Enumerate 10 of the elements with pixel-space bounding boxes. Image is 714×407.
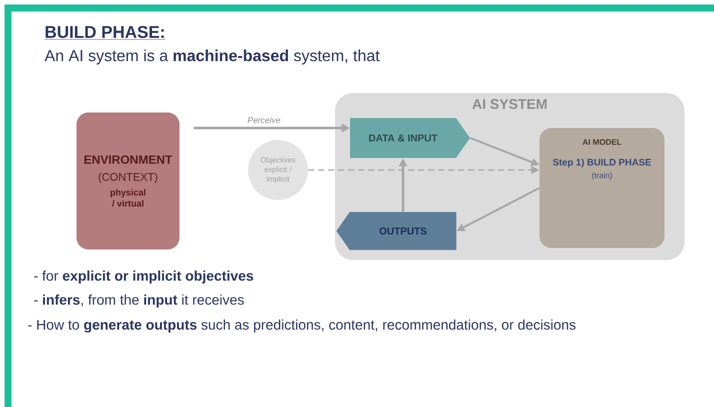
heading: BUILD PHASE: — [44, 26, 166, 40]
bullet-text: - How to generate outputs such as predictions, content, recommendations, or decisions — [28, 319, 576, 333]
input-arrow-box: DATA & INPUT — [350, 118, 470, 158]
bullet-text: - infers, from the input it receives — [34, 294, 244, 308]
environment-box: ENVIRONMENT (CONTEXT) physical / virtual — [76, 112, 180, 250]
edge-label: Perceive — [246, 116, 282, 124]
intro-text: An AI system is a machine-based system, that — [44, 50, 380, 64]
bullet-text: - for explicit or implicit objectives — [34, 270, 254, 284]
model-box: AI MODEL Step 1) BUILD PHASE (train) — [540, 128, 664, 248]
output-arrow-box: OUTPUTS — [336, 212, 456, 250]
